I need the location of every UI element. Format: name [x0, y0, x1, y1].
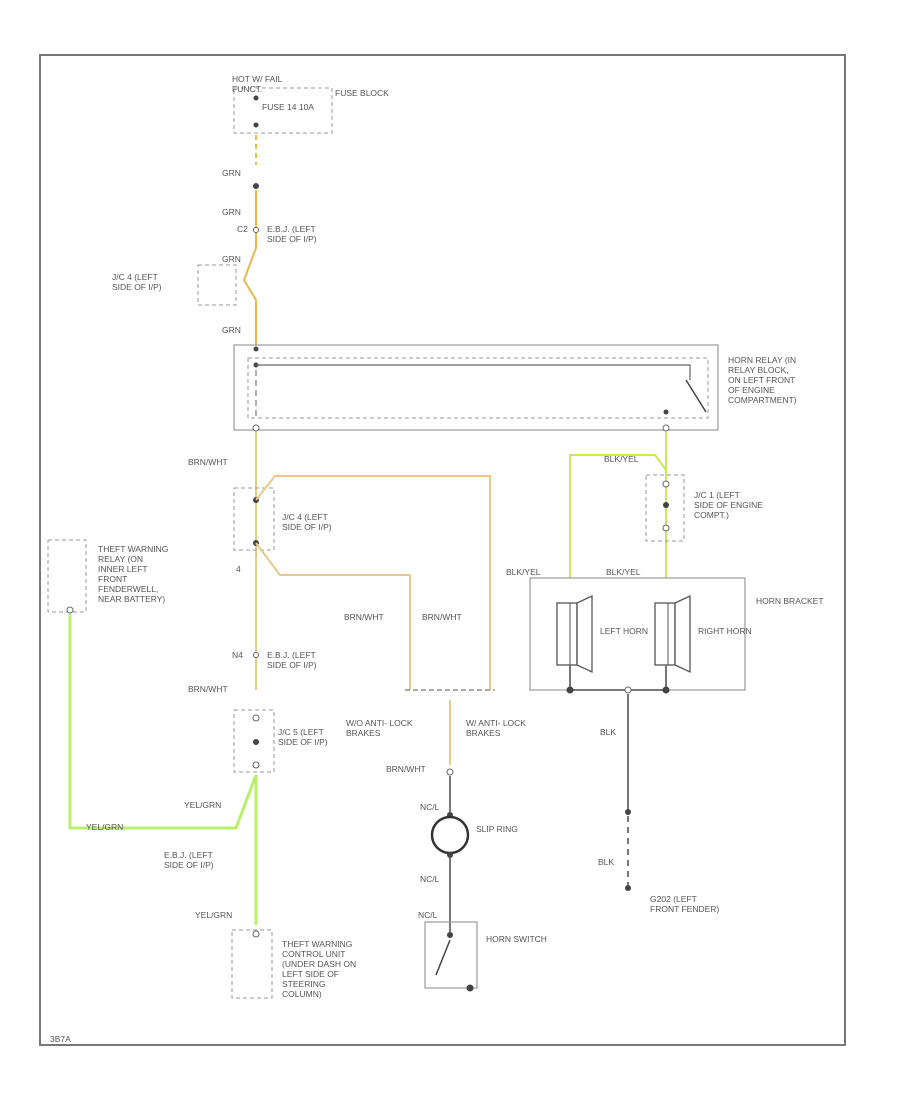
jc4-top-outline	[197, 264, 237, 306]
jc5-dot	[253, 739, 259, 745]
connector-dot-1	[253, 183, 259, 189]
wire-label-yelgrn-1: YEL/GRN	[184, 800, 221, 810]
right-horn-label: RIGHT HORN	[698, 626, 752, 636]
wire-label-grn-3: GRN	[222, 254, 241, 264]
wire-blkyel-left	[569, 454, 667, 578]
wire-label-blkyel-2: BLK/YEL	[506, 567, 541, 577]
theft-relay-terminal	[66, 606, 74, 614]
theft-ctrl-terminal	[252, 930, 260, 938]
left-horn-ground-dot	[566, 686, 574, 694]
wire-label-brnwht-1: BRN/WHT	[188, 457, 228, 467]
slip-ring-dot-bottom	[447, 852, 453, 858]
wire-label-blk-2: BLK	[598, 857, 614, 867]
ground-point-dot	[625, 885, 631, 891]
diagram-frame	[39, 54, 846, 1046]
jc4-mid-outline	[233, 487, 275, 551]
slip-ring-label: SLIP RING	[476, 824, 518, 834]
slip-ring-terminal	[446, 768, 454, 776]
theft-relay-outline	[47, 539, 87, 613]
relay-internal-wire	[256, 364, 691, 380]
relay-contact-switch	[685, 379, 707, 413]
fuse-block-outline	[233, 87, 333, 134]
wire-grn-main	[242, 190, 257, 345]
jc1-terminal-1	[662, 480, 670, 488]
fuse-block-label: FUSE BLOCK	[335, 88, 389, 98]
fuse-terminal-bottom	[253, 122, 259, 128]
wire-label-brnwht-5: BRN/WHT	[386, 764, 426, 774]
wire-label-yelgrn-3: YEL/GRN	[195, 910, 232, 920]
relay-terminal-4	[662, 424, 670, 432]
jc1-outline	[645, 474, 685, 542]
wire-brnwht-branch-2	[255, 542, 411, 690]
horn-bracket-label: HORN BRACKET	[756, 596, 824, 606]
wire-label-blk-1: BLK	[600, 727, 616, 737]
diagram-id-label: 3B7A	[50, 1034, 71, 1044]
jc5-outline	[233, 709, 275, 773]
fuse-name-label: FUSE 14 10A	[262, 102, 314, 112]
horn-switch-label: HORN SWITCH	[486, 934, 547, 944]
horn-relay-box	[233, 344, 719, 431]
wire-label-nc-1: NC/L	[420, 802, 440, 812]
wire-brnwht-branch-1	[255, 475, 491, 690]
wire-yelgrn	[68, 614, 258, 925]
relay-contact-point	[663, 409, 669, 415]
left-horn-icon	[556, 594, 593, 674]
horn-switch-ground	[466, 984, 474, 992]
wire-label-nc-3: NC/L	[418, 910, 438, 920]
wire-label-nc-2: NC/L	[420, 874, 440, 884]
connector-label-c2: C2	[237, 224, 248, 234]
jc1-terminal-2	[662, 524, 670, 532]
wire-label-blkyel-1: BLK/YEL	[604, 454, 639, 464]
jc1-dot	[663, 502, 669, 508]
connector-open-1	[253, 227, 259, 233]
fuse-terminal-top	[253, 95, 259, 101]
connector-open-2	[253, 652, 259, 658]
ground-splice-dot	[625, 809, 631, 815]
slip-ring	[430, 815, 470, 855]
left-horn-label: LEFT HORN	[600, 626, 648, 636]
wire-label-brnwht-2: BRN/WHT	[344, 612, 384, 622]
wire-label-yelgrn-2: YEL/GRN	[86, 822, 123, 832]
jc5-terminal-1	[252, 714, 260, 722]
right-horn-icon	[654, 594, 691, 674]
horn-switch-dot-top	[447, 932, 453, 938]
horn-switch-box	[424, 921, 478, 989]
right-horn-ground-dot	[662, 686, 670, 694]
splice-label: 4	[236, 564, 241, 574]
wire-label-brnwht-4: BRN/WHT	[188, 684, 228, 694]
jc5-terminal-2	[252, 761, 260, 769]
horn-relay-inner	[247, 357, 709, 419]
relay-terminal-1	[253, 346, 259, 352]
connector-label-n4: N4	[232, 650, 243, 660]
wire-label-grn-1: GRN	[222, 168, 241, 178]
wire-label-blkyel-3: BLK/YEL	[606, 567, 641, 577]
wire-label-grn-2: GRN	[222, 207, 241, 217]
horn-ground-bus	[569, 665, 667, 691]
theft-ctrl-outline	[231, 929, 273, 999]
wire-label-grn-4: GRN	[222, 325, 241, 335]
horn-switch-contact	[435, 939, 451, 976]
relay-terminal-3	[252, 424, 260, 432]
wire-label-brnwht-3: BRN/WHT	[422, 612, 462, 622]
ground-bus-tap	[624, 686, 632, 694]
